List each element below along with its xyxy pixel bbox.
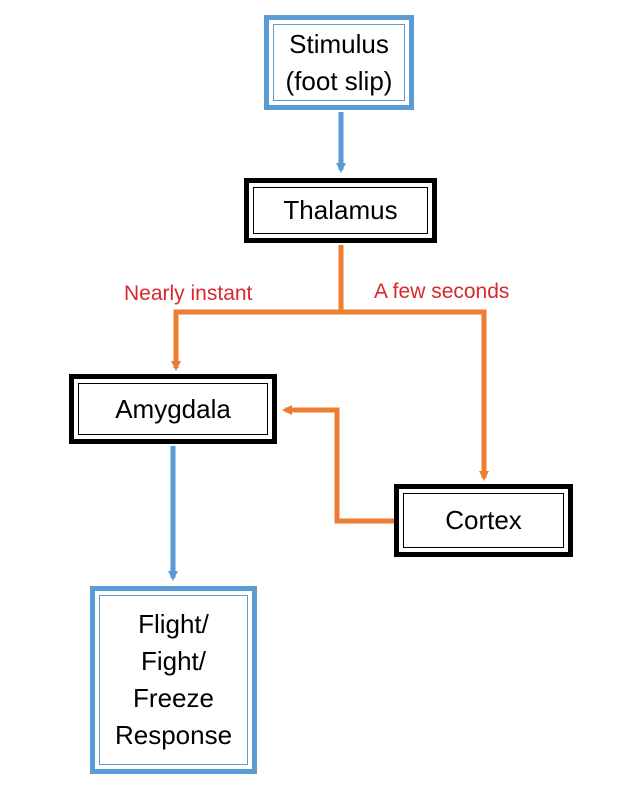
edge-thalamus-to-amygdala bbox=[171, 309, 343, 371]
amygdala-label: Amygdala bbox=[115, 393, 231, 424]
cortex-box: Cortex bbox=[394, 484, 573, 557]
response-label: Flight/ Fight/ Freeze Response bbox=[114, 609, 233, 750]
stimulus-label: Stimulus (foot slip) bbox=[285, 28, 393, 96]
edge-cortex-to-amygdala bbox=[282, 405, 394, 524]
edge-thalamus-to-cortex bbox=[339, 309, 489, 481]
thalamus-label: Thalamus bbox=[283, 195, 398, 225]
edge-label-a-few-seconds: A few seconds bbox=[374, 280, 510, 303]
amygdala-box: Amygdala bbox=[69, 374, 277, 444]
response-box: Flight/ Fight/ Freeze Response bbox=[90, 586, 257, 774]
edge-label-nearly-instant: Nearly instant bbox=[124, 282, 253, 305]
stimulus-box: Stimulus (foot slip) bbox=[264, 15, 414, 110]
cortex-label: Cortex bbox=[445, 505, 522, 535]
thalamus-box: Thalamus bbox=[244, 178, 437, 243]
